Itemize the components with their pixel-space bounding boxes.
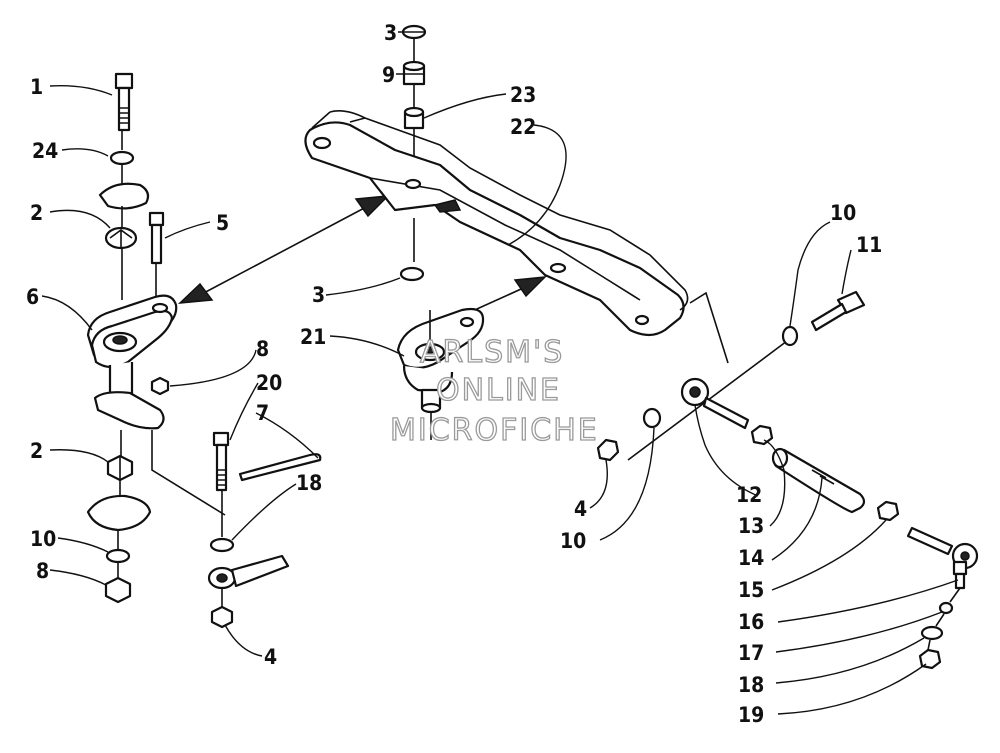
- left-mount-assembly: [86, 72, 322, 629]
- nut-part-2-lower: [106, 454, 134, 482]
- callout-2-upper: 2: [30, 201, 43, 225]
- lower-plate: [86, 494, 152, 532]
- callout-13: 13: [738, 514, 764, 538]
- bolt-part-1: [114, 72, 134, 132]
- callout-3-top: 3: [384, 21, 397, 45]
- nut-part-4-left: [210, 605, 234, 629]
- callout-18-right: 18: [738, 673, 764, 697]
- callout-15: 15: [738, 578, 764, 602]
- callout-2-lower: 2: [30, 439, 43, 463]
- watermark: ARLSM'S ONLINE MICROFICHE: [389, 334, 599, 448]
- callout-20: 20: [256, 371, 282, 395]
- bolt-part-20: [212, 431, 230, 492]
- nut-part-4-right: [596, 438, 620, 462]
- callout-14: 14: [738, 546, 764, 570]
- watermark-line-3: MICROFICHE: [390, 413, 599, 448]
- nut-part-15: [876, 500, 900, 522]
- washer-part-18-right: [920, 625, 944, 641]
- control-arm-part-22: [304, 110, 689, 337]
- watermark-line-2: ONLINE: [436, 373, 561, 408]
- tie-rod-assembly: [596, 290, 979, 670]
- callout-1: 1: [30, 75, 43, 99]
- washer-part-10-right: [642, 407, 662, 429]
- callout-3-lower: 3: [312, 283, 325, 307]
- callout-19: 19: [738, 703, 764, 727]
- washer-part-24: [109, 150, 135, 166]
- washer-part-17: [938, 601, 954, 615]
- callout-7: 7: [256, 401, 269, 425]
- center-assembly: [304, 24, 729, 440]
- callout-21: 21: [300, 325, 326, 349]
- callout-4-left: 4: [264, 645, 277, 669]
- callout-24: 24: [32, 139, 58, 163]
- washer-part-18-left: [209, 537, 235, 553]
- callout-11: 11: [856, 233, 882, 257]
- callout-10-top: 10: [830, 201, 856, 225]
- rod-end-part-12: [680, 377, 750, 430]
- upper-plate: [98, 182, 150, 210]
- nut-part-8-mid: [150, 376, 170, 396]
- nut-part-13: [750, 424, 774, 446]
- callout-5: 5: [216, 211, 229, 235]
- watermark-line-1: ARLSM'S: [420, 335, 564, 370]
- callout-10-left: 10: [30, 527, 56, 551]
- bushing-part-23: [403, 106, 425, 130]
- callout-16: 16: [738, 610, 764, 634]
- bushing-part-2-upper: [104, 226, 138, 250]
- leader-lines: [41, 31, 959, 715]
- callout-9: 9: [382, 63, 395, 87]
- tube-part-14: [771, 447, 866, 514]
- spacer-part-9: [402, 60, 426, 86]
- callout-12: 12: [736, 483, 762, 507]
- stud-part-16: [952, 560, 968, 590]
- callout-23: 23: [510, 83, 536, 107]
- rod-end-right: [906, 526, 979, 570]
- callout-22: 22: [510, 115, 536, 139]
- washer-part-10-left: [105, 548, 131, 564]
- bolt-part-11: [810, 290, 866, 332]
- cotter-pin-part-7: [238, 453, 322, 482]
- callout-8-lower: 8: [36, 559, 49, 583]
- mount-part-21: [396, 307, 485, 440]
- callout-10-right: 10: [560, 529, 586, 553]
- nut-part-8-lower: [104, 576, 132, 604]
- callout-4-right: 4: [574, 497, 587, 521]
- rod-end-left: [207, 554, 290, 590]
- assembly-arrow-left: [177, 195, 391, 304]
- engine-mount-part-6: [86, 294, 178, 430]
- assembly-arrow-center: [467, 276, 548, 314]
- callout-labels: 1 24 2 5 6 8 20 7 2 18 10 8 4 3 9 23 22 …: [26, 21, 882, 727]
- washer-part-3-lower: [399, 266, 425, 282]
- callout-17: 17: [738, 641, 764, 665]
- callout-8-mid: 8: [256, 337, 269, 361]
- callout-6: 6: [26, 285, 39, 309]
- washer-part-10-top: [781, 325, 799, 347]
- callout-18-left: 18: [296, 471, 322, 495]
- bolt-part-5: [148, 211, 165, 265]
